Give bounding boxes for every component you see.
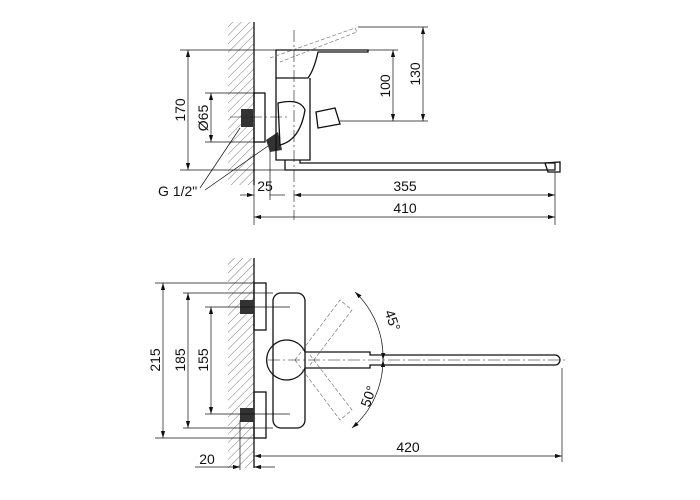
dim-410: 410 xyxy=(393,200,417,216)
lever-raised-ghost xyxy=(269,27,358,63)
lever-ghost xyxy=(294,299,353,421)
body xyxy=(275,49,369,161)
flange-lower xyxy=(253,391,267,439)
cartridge xyxy=(277,100,306,146)
eccentric xyxy=(266,132,282,152)
spout xyxy=(284,160,556,171)
dim-215: 215 xyxy=(147,348,163,372)
dim-100: 100 xyxy=(377,74,393,98)
side-view: 170 Ø65 100 130 25 355 410 G 1/2" xyxy=(158,22,561,225)
dim-25: 25 xyxy=(257,178,273,194)
dim-185: 185 xyxy=(172,348,188,372)
spout-and-lever xyxy=(266,339,561,381)
thread-label: G 1/2" xyxy=(158,183,197,199)
flange xyxy=(253,92,266,143)
dim-130: 130 xyxy=(407,62,423,86)
dim-170: 170 xyxy=(172,98,188,122)
dim-20: 20 xyxy=(199,451,215,467)
dim-420: 420 xyxy=(396,439,420,455)
top-view: 45° 50° 215 185 155 420 20 xyxy=(147,258,565,470)
angle-45: 45° xyxy=(382,308,404,333)
dim-diameter-65: Ø65 xyxy=(195,105,211,132)
dim-155: 155 xyxy=(195,348,211,372)
thread-connector xyxy=(241,109,253,127)
angle-50: 50° xyxy=(357,384,379,409)
aerator xyxy=(544,161,561,173)
wall-hatch xyxy=(228,258,254,468)
dim-355: 355 xyxy=(393,178,417,194)
thread-lower xyxy=(240,408,254,422)
flange-upper xyxy=(253,282,267,331)
wall-hatch xyxy=(228,22,254,185)
diverter-knob xyxy=(315,107,341,129)
body xyxy=(272,292,306,429)
